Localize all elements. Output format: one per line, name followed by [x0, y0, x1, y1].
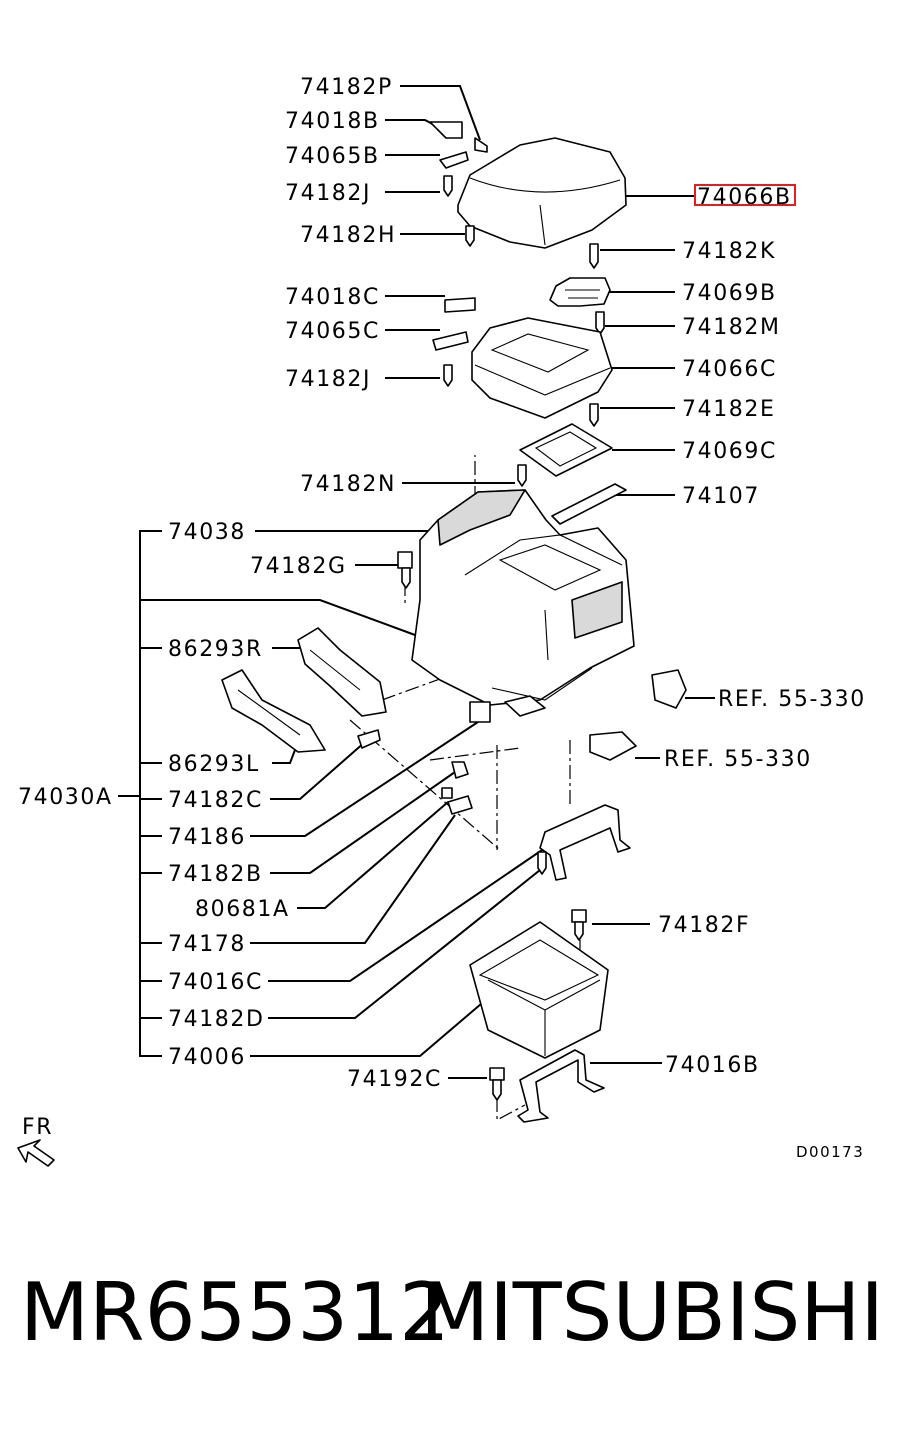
callout-74006: 74006: [168, 1045, 246, 1070]
callout-74069B: 74069B: [682, 281, 777, 306]
callout-74018B: 74018B: [285, 109, 380, 134]
callout-74016B: 74016B: [665, 1053, 760, 1078]
small-screws-top: [429, 121, 488, 247]
highlight-box: [694, 184, 796, 206]
callout-74069C: 74069C: [682, 439, 777, 464]
callout-86293R: 86293R: [168, 637, 263, 662]
brand-name: MITSUBISHI: [420, 1266, 884, 1359]
callout-74178: 74178: [168, 932, 246, 957]
callout-74030A: 74030A: [18, 785, 113, 810]
duct-86293R: [297, 627, 387, 717]
callout-74182K: 74182K: [682, 239, 776, 264]
callout-ref-55-330-a: REF. 55-330: [718, 687, 866, 712]
tray-74066C: [471, 317, 613, 427]
screw-74182F: [571, 909, 587, 941]
callout-74065C: 74065C: [285, 319, 380, 344]
callout-74038: 74038: [168, 520, 246, 545]
part-number: MR655312: [20, 1266, 450, 1359]
callout-74182J: 74182J: [285, 181, 371, 206]
console-body-74038: [411, 489, 635, 723]
front-direction-arrow: FR: [17, 1115, 55, 1167]
callout-74186: 74186: [168, 825, 246, 850]
callout-86293L: 86293L: [168, 752, 260, 777]
diagram-code: D00173: [796, 1143, 864, 1161]
callout-74016C: 74016C: [168, 970, 263, 995]
callout-74182E: 74182E: [682, 397, 776, 422]
armrest-lid: [457, 137, 627, 249]
callout-74066C: 74066C: [682, 357, 777, 382]
callout-74182J: 74182J: [285, 367, 371, 392]
callout-74182C: 74182C: [168, 788, 263, 813]
callout-74182P: 74182P: [300, 75, 393, 100]
screw-74182G: [397, 551, 413, 589]
direction-label: FR: [22, 1115, 53, 1140]
bracket-74016B: [489, 1049, 605, 1123]
ref-covers: [589, 669, 687, 761]
callout-74182N: 74182N: [300, 472, 396, 497]
hinge-74069B: [549, 243, 611, 335]
callout-74018C: 74018C: [285, 285, 380, 310]
bin-74192C: [469, 921, 609, 1059]
callout-labels: 74182P 74018B 74065B 74182J 74182H 74066…: [18, 75, 866, 1161]
bracket-74016C: [537, 804, 631, 881]
plate-74069C: [517, 423, 613, 487]
callout-74182B: 74182B: [168, 862, 263, 887]
callout-74182D: 74182D: [168, 1007, 265, 1032]
screw-74182C: [357, 729, 381, 749]
callout-74182G: 74182G: [250, 554, 347, 579]
callout-ref-55-330-b: REF. 55-330: [664, 747, 812, 772]
callout-74065B: 74065B: [285, 144, 380, 169]
callout-74182M: 74182M: [682, 315, 781, 340]
caption: MR655312 MITSUBISHI: [20, 1266, 884, 1359]
callout-74107: 74107: [682, 484, 760, 509]
duct-86293L: [221, 669, 326, 753]
strip-74107: [551, 483, 627, 525]
callout-74182H: 74182H: [300, 223, 396, 248]
callout-74192C: 74192C: [347, 1067, 442, 1092]
callout-74066B: 74066B: [697, 185, 792, 210]
leader-lines: [118, 85, 715, 1079]
brackets-74018C-74065C: [432, 297, 476, 387]
callout-80681A: 80681A: [195, 897, 290, 922]
callout-74182F: 74182F: [658, 913, 750, 938]
clips-74182B-80681A-74178: [441, 761, 473, 815]
